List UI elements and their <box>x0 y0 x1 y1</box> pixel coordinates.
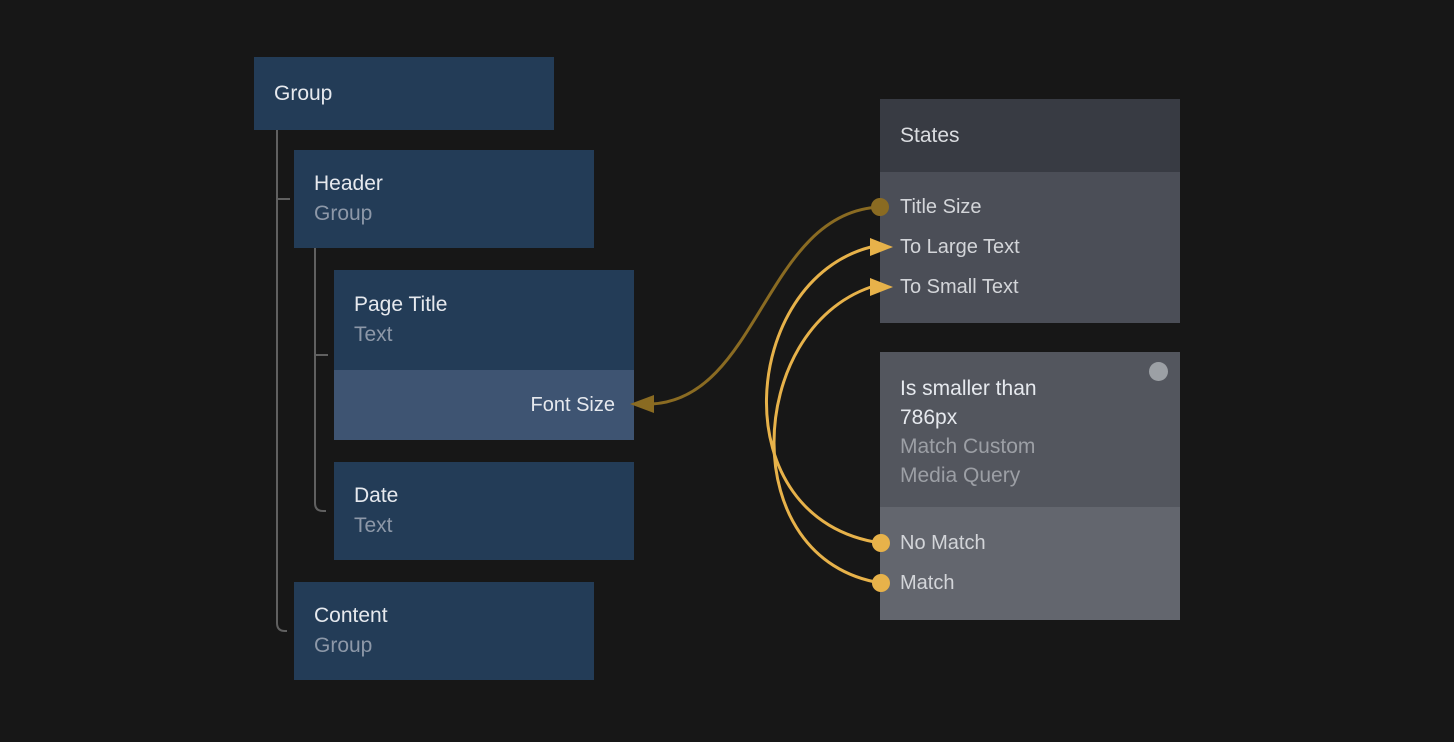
layer-node-date[interactable]: Date Text <box>334 462 634 560</box>
media-query-title: Is smaller than 786px <box>900 377 1037 429</box>
layer-node-content[interactable]: Content Group <box>294 582 594 680</box>
layer-node-subtitle: Text <box>354 323 393 346</box>
state-item-to-large-text[interactable]: To Large Text <box>900 235 1020 258</box>
layer-node-title: Group <box>274 81 333 105</box>
tree-line-root <box>276 130 287 632</box>
states-panel: States Title Size To Large Text To Small… <box>880 99 1180 323</box>
state-item-title-size[interactable]: Title Size <box>900 195 982 218</box>
layer-node-header[interactable]: Header Group <box>294 150 594 248</box>
layer-node-subtitle: Text <box>354 514 393 537</box>
tree-line-header-children <box>314 248 326 512</box>
connection-match-to-small-text[interactable] <box>772 285 882 585</box>
states-panel-body: Title Size To Large Text To Small Text <box>880 172 1180 323</box>
connector-handle-dot[interactable] <box>1149 362 1168 381</box>
layer-node-subtitle: Group <box>314 634 373 657</box>
mq-item-match[interactable]: Match <box>900 571 955 594</box>
override-row-font-size[interactable]: Font Size <box>334 370 634 440</box>
state-item-to-small-text[interactable]: To Small Text <box>900 275 1019 298</box>
media-query-subtitle: Match Custom Media Query <box>900 435 1036 487</box>
connection-no-match-to-large-text[interactable] <box>765 245 882 545</box>
connection-title-size-to-font-size[interactable] <box>651 205 881 406</box>
media-query-panel-body: No Match Match <box>880 507 1180 620</box>
layer-node-page-title-main[interactable]: Page Title Text <box>334 270 634 370</box>
mq-item-no-match[interactable]: No Match <box>900 531 986 554</box>
media-query-panel: Is smaller than 786px Match Custom Media… <box>880 352 1180 620</box>
layer-node-page-title[interactable]: Page Title Text Font Size <box>334 270 634 440</box>
states-panel-header: States <box>880 99 1180 172</box>
layer-node-title: Page Title <box>354 293 448 316</box>
states-panel-title: States <box>900 123 960 147</box>
media-query-panel-header: Is smaller than 786px Match Custom Media… <box>880 352 1180 507</box>
layer-node-subtitle: Group <box>314 202 373 225</box>
override-label: Font Size <box>530 393 615 416</box>
layer-node-title: Content <box>314 604 388 627</box>
layer-node-title: Date <box>354 484 399 507</box>
layer-node-title: Header <box>314 172 383 195</box>
layer-node-group[interactable]: Group <box>254 57 554 130</box>
